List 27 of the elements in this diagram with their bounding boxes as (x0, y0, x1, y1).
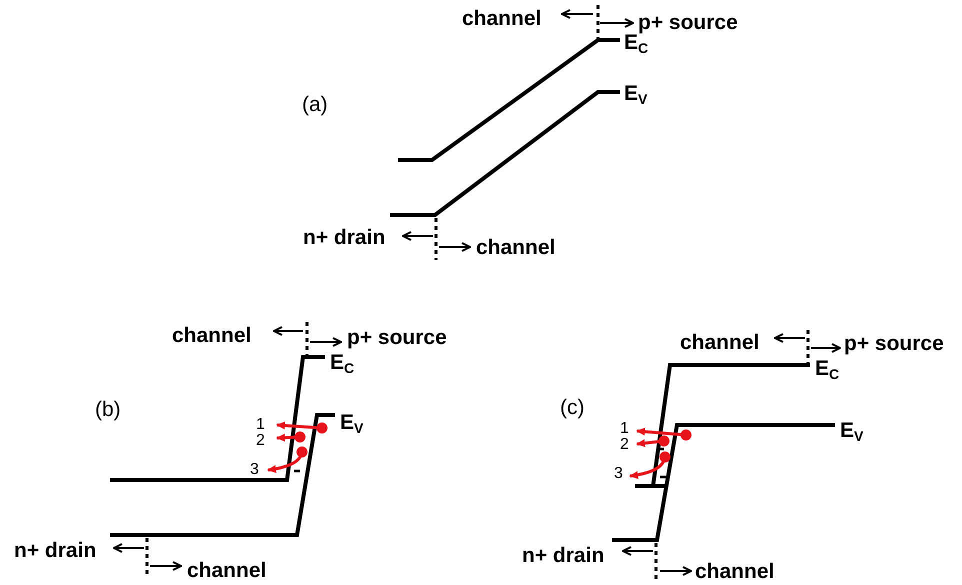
panel-label: (a) (302, 94, 328, 115)
region-label: channel (695, 561, 774, 582)
region-label: channel (187, 560, 266, 581)
band-label: E$_{V}$ (340, 412, 364, 435)
process-number: 1 (620, 421, 629, 437)
process-number: 2 (256, 433, 265, 449)
region-label: n+ drain (303, 227, 386, 248)
process-number: 3 (250, 462, 259, 478)
process-number: 3 (614, 466, 623, 482)
region-label: n+ drain (14, 540, 96, 561)
panel-label: (c) (560, 397, 584, 418)
region-label: channel (172, 325, 252, 346)
process-number: 2 (620, 437, 629, 453)
band-label: E$_{V}$ (624, 83, 648, 106)
band-label: E$_{C}$ (330, 352, 354, 375)
region-label: p+ source (638, 12, 738, 33)
band-label: E$_{C}$ (624, 32, 648, 55)
region-label: channel (680, 332, 760, 353)
region-label: channel (476, 237, 556, 258)
region-label: channel (462, 8, 542, 29)
band-label: E$_{C}$ (815, 358, 840, 381)
band-label: E$_{V}$ (840, 420, 864, 443)
region-label: n+ drain (522, 545, 604, 566)
region-label: p+ source (844, 333, 944, 354)
process-number: 1 (256, 417, 265, 433)
region-label: p+ source (347, 327, 447, 348)
panel-label: (b) (95, 399, 121, 420)
